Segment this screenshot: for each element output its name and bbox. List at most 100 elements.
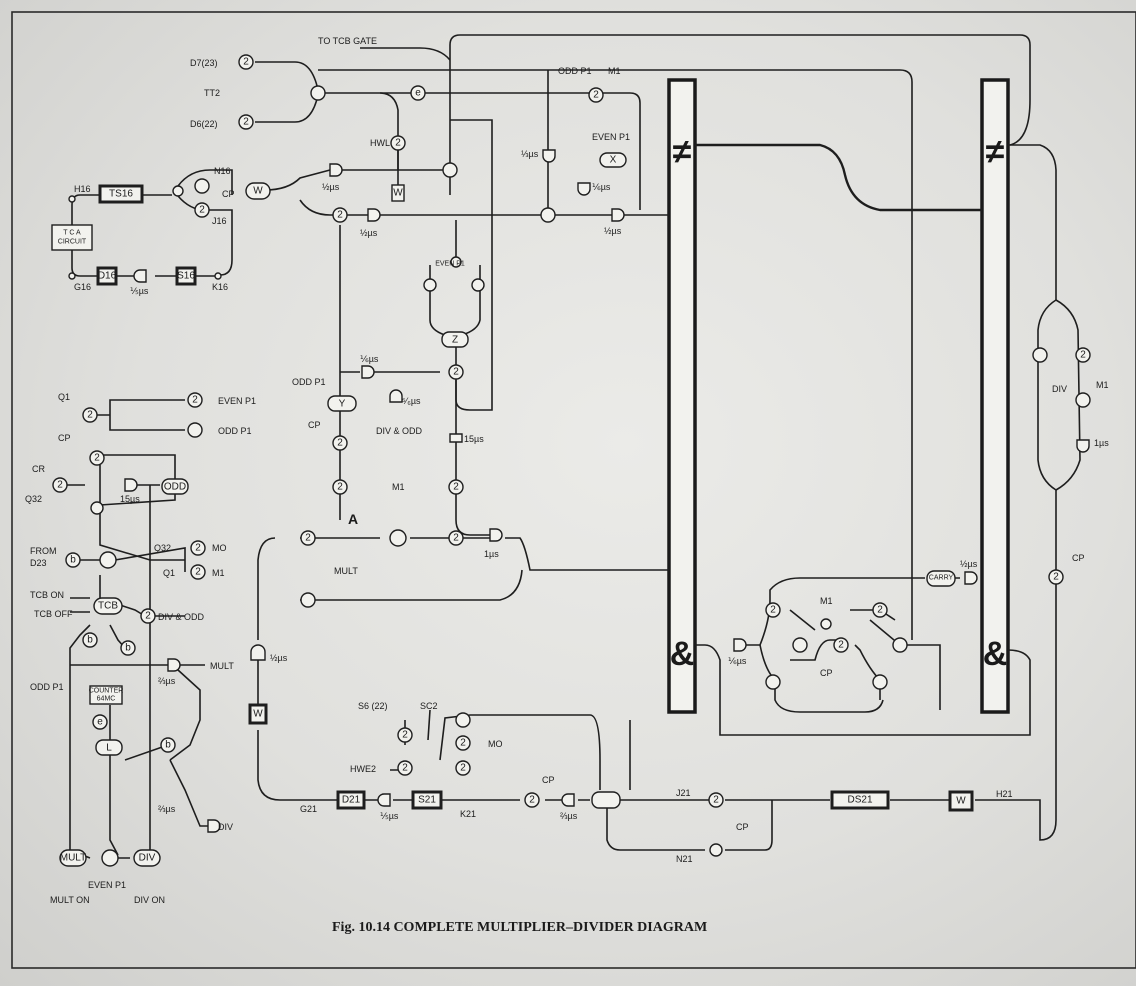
gate-340-215 bbox=[332, 207, 348, 223]
node-text: 2 bbox=[460, 763, 466, 774]
mo-gate-left bbox=[190, 540, 206, 556]
delay-five-sixth bbox=[389, 389, 403, 403]
delay-two-third-us-b bbox=[207, 819, 221, 833]
w-box-hwl bbox=[391, 184, 405, 202]
label-half-us-w: ½µs bbox=[270, 653, 288, 663]
tca-circuit-box bbox=[51, 224, 93, 251]
label-q32-mo: Q32 bbox=[154, 543, 171, 553]
label-two-third-us-c: ⅔µs bbox=[560, 811, 578, 821]
label-carry: CARRY bbox=[929, 575, 954, 582]
label-from-d23a: FROM bbox=[30, 546, 57, 556]
gate-456-372 bbox=[448, 364, 464, 380]
s6-gate bbox=[397, 727, 413, 743]
odd-gate bbox=[161, 478, 189, 495]
d16-register bbox=[96, 266, 118, 286]
label-d7: D7(23) bbox=[190, 58, 218, 68]
label-even-p1-left: EVEN P1 bbox=[218, 396, 256, 406]
label-third-us: ⅓µs bbox=[521, 149, 539, 159]
g16-dot bbox=[68, 272, 76, 280]
label-even-p1-bottom: EVEN P1 bbox=[88, 880, 126, 890]
label-q1: Q1 bbox=[58, 392, 70, 402]
label-cp-ts: CP bbox=[222, 189, 235, 199]
label-sc2: SC2 bbox=[420, 701, 438, 711]
x-gate bbox=[599, 152, 627, 168]
even-p1-node bbox=[450, 256, 462, 268]
label-ds21: DS21 bbox=[847, 795, 872, 806]
delay-sixth-us-mid bbox=[577, 182, 591, 196]
div-gate-right bbox=[1032, 347, 1048, 363]
label-fifteen-us-mid: 15µs bbox=[464, 434, 484, 444]
delay-sixth-us-a bbox=[367, 208, 381, 222]
a-gate-left bbox=[300, 530, 316, 546]
label-counter2: 64MC bbox=[97, 696, 116, 703]
node-text: 2 bbox=[305, 533, 311, 544]
label-counter1: COUNTER bbox=[89, 688, 124, 695]
node-text: 2 bbox=[145, 611, 151, 622]
label-s6: S6 (22) bbox=[358, 701, 388, 711]
node-text: W bbox=[956, 796, 966, 807]
label-s21: S21 bbox=[418, 795, 436, 806]
label-tt2: TT2 bbox=[204, 88, 220, 98]
label-fifth-us-b: ⅕µs bbox=[380, 811, 399, 821]
e-node-left bbox=[92, 714, 108, 730]
node-text: 2 bbox=[402, 763, 408, 774]
mult-gate bbox=[59, 849, 87, 867]
j16-node bbox=[194, 202, 210, 218]
node-text: 2 bbox=[453, 482, 459, 493]
node-text: 2 bbox=[713, 795, 719, 806]
node-text: 2 bbox=[453, 367, 459, 378]
s21-register bbox=[411, 790, 443, 810]
delay-one-us-right bbox=[1076, 439, 1090, 453]
node-text: b bbox=[87, 635, 93, 646]
j21-gate bbox=[708, 792, 724, 808]
k16-dot bbox=[214, 272, 222, 280]
even-p1-left-gate bbox=[187, 392, 203, 408]
node-text: 2 bbox=[195, 543, 201, 554]
div-odd-gate bbox=[140, 608, 156, 624]
label-cp-left: CP bbox=[58, 433, 71, 443]
ne-gate-1 bbox=[442, 162, 458, 178]
label-n16: N16 bbox=[214, 166, 231, 176]
node-text: b bbox=[70, 555, 76, 566]
m1-right-gate bbox=[448, 479, 464, 495]
label-one-us-mid: 1µs bbox=[484, 549, 499, 559]
node-text: 2 bbox=[337, 438, 343, 449]
node-text: 2 bbox=[195, 567, 201, 578]
label-h16: H16 bbox=[74, 184, 91, 194]
label-even-p1-top: EVEN P1 bbox=[592, 132, 630, 142]
adder-gate-4 bbox=[872, 602, 888, 618]
ts16-register bbox=[98, 184, 144, 204]
label-half-us-carry: ½µs bbox=[960, 559, 978, 569]
node-text: 2 bbox=[243, 57, 249, 68]
w-register-right bbox=[948, 790, 974, 812]
label-q1-m1: Q1 bbox=[163, 568, 175, 578]
node-text: 2 bbox=[243, 117, 249, 128]
labels: TO TCB GATE D7(23) TT2 D6(22) ODD P1 M1 … bbox=[25, 36, 1109, 905]
label-tca1: T C A bbox=[63, 230, 81, 237]
delay-one-us-mid bbox=[489, 528, 503, 542]
label-odd-box: ODD bbox=[164, 482, 186, 493]
node-text: 2 bbox=[337, 482, 343, 493]
delay-sixth-us-b bbox=[733, 638, 747, 652]
label-m1-adder: M1 bbox=[820, 596, 833, 606]
mo-gate-bottom bbox=[455, 735, 471, 751]
label-big-a: A bbox=[348, 511, 358, 527]
node-text: W bbox=[253, 709, 263, 720]
label-odd-p1-left: ODD P1 bbox=[218, 426, 252, 436]
label-div-odd-left: DIV & ODD bbox=[158, 612, 205, 622]
node-text: 2 bbox=[337, 210, 343, 221]
h16-dot bbox=[68, 195, 76, 203]
label-div-box: DIV bbox=[139, 853, 156, 864]
register-a-ne-symbol: ≠ bbox=[673, 133, 692, 171]
tcb-merge-node bbox=[99, 551, 117, 569]
label-m1-top: M1 bbox=[608, 66, 621, 76]
div-gate-left bbox=[133, 849, 161, 867]
label-hwe2: HWE2 bbox=[350, 764, 376, 774]
label-five-sixth-us: ⁵⁄₆µs bbox=[402, 396, 421, 406]
label-mult-mid: MULT bbox=[334, 566, 358, 576]
mult-return-node bbox=[300, 592, 316, 608]
node-text: W bbox=[253, 186, 263, 197]
odd-p1-gate bbox=[588, 87, 604, 103]
label-from-d23b: D23 bbox=[30, 558, 47, 568]
